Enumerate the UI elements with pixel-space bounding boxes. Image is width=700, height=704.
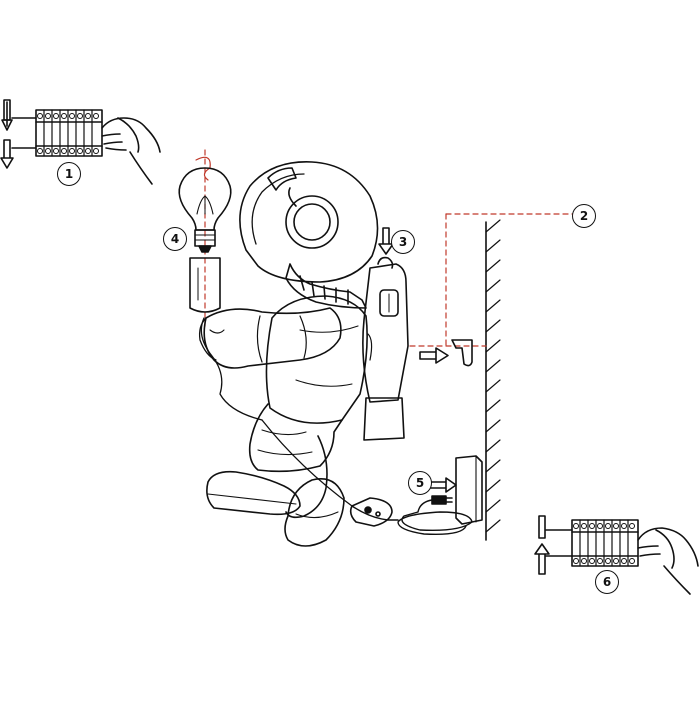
terminal-block [571,519,639,567]
step6-terminal-assembly [534,515,699,595]
legs [206,403,345,547]
bar-icon [538,515,546,539]
step-label-3: 3 [391,230,415,254]
down-arrow-icon [378,227,394,255]
wall [485,219,501,541]
step1-terminal-assembly [0,99,161,185]
neck-hose [285,263,367,309]
torso [265,295,368,424]
right-arrow-icon [429,477,457,493]
up-arrow-icon [534,543,550,575]
step-label-5: 5 [408,471,432,495]
step-label-1: 1 [57,162,81,186]
lamp-socket [189,257,221,313]
backpack [362,256,409,441]
step-label-4: 4 [163,227,187,251]
step-label-6: 6 [595,570,619,594]
down-arrow-icon [1,99,13,131]
power-cord [351,499,473,536]
red-guide-lines [409,213,575,347]
hand-icon [101,117,161,185]
helmet [239,161,379,283]
astronaut-lamp [198,161,409,547]
dimmer-switch [349,497,393,527]
down-arrow-icon [0,139,14,169]
plug [431,495,453,505]
wall-hook [451,339,473,367]
hand-icon [637,527,699,595]
light-bulb [178,149,232,331]
terminal-block [35,109,103,157]
power-socket [455,455,483,525]
step-label-2: 2 [572,204,596,228]
arm [198,307,342,369]
right-arrow-icon [419,347,449,364]
